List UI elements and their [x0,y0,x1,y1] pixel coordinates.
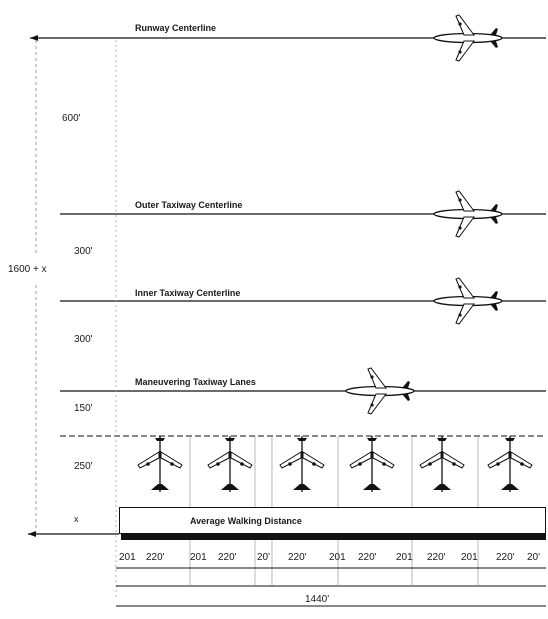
terminal-shadow [121,533,546,540]
terminal-building [119,507,546,534]
runway-centerline-label: Runway Centerline [135,23,217,33]
aircraft-runway-icon [433,14,503,62]
aircraft-inner-taxiway-icon [433,277,503,325]
parked-aircraft-icon [349,435,395,493]
parked-aircraft-icon [207,435,253,493]
segment-label: 20' [527,552,541,563]
total-width-label: 1440' [302,594,333,605]
outer-taxiway-label: Outer Taxiway Centerline [135,200,243,210]
parked-aircraft-icon [279,435,325,493]
segment-label: 220' [218,552,237,563]
dimension-x: x [74,514,79,524]
dimension-250: 250' [74,461,93,472]
segment-label: 220' [496,552,515,563]
segment-label: 201 [190,552,207,563]
dimension-300-lower: 300' [74,334,93,345]
segment-label: 220' [427,552,446,563]
segment-label: 220' [358,552,377,563]
average-walking-distance-label: Average Walking Distance [190,516,302,526]
segment-label: 201 [329,552,346,563]
dimension-total-height: 1600 + x [8,264,47,275]
segment-label: 201 [461,552,478,563]
segment-label: 201 [396,552,413,563]
segment-label: 201 [119,552,136,563]
dimension-150: 150' [74,403,93,414]
terminal-line [28,531,119,537]
aircraft-maneuvering-icon [345,367,415,415]
inner-taxiway-label: Inner Taxiway Centerline [135,288,241,298]
aircraft-outer-taxiway-icon [433,190,503,238]
segment-label: 220' [288,552,307,563]
parked-aircraft-icon [137,435,183,493]
parked-aircraft-icon [419,435,465,493]
parked-aircraft-icon [487,435,533,493]
dimension-300-upper: 300' [74,246,93,257]
maneuvering-lanes-label: Maneuvering Taxiway Lanes [135,377,256,387]
segment-label: 20' [257,552,271,563]
dimension-600: 600' [62,113,81,124]
total-width-dimension-line [116,585,546,607]
left-dimension-line [35,40,117,600]
segment-label: 220' [146,552,165,563]
